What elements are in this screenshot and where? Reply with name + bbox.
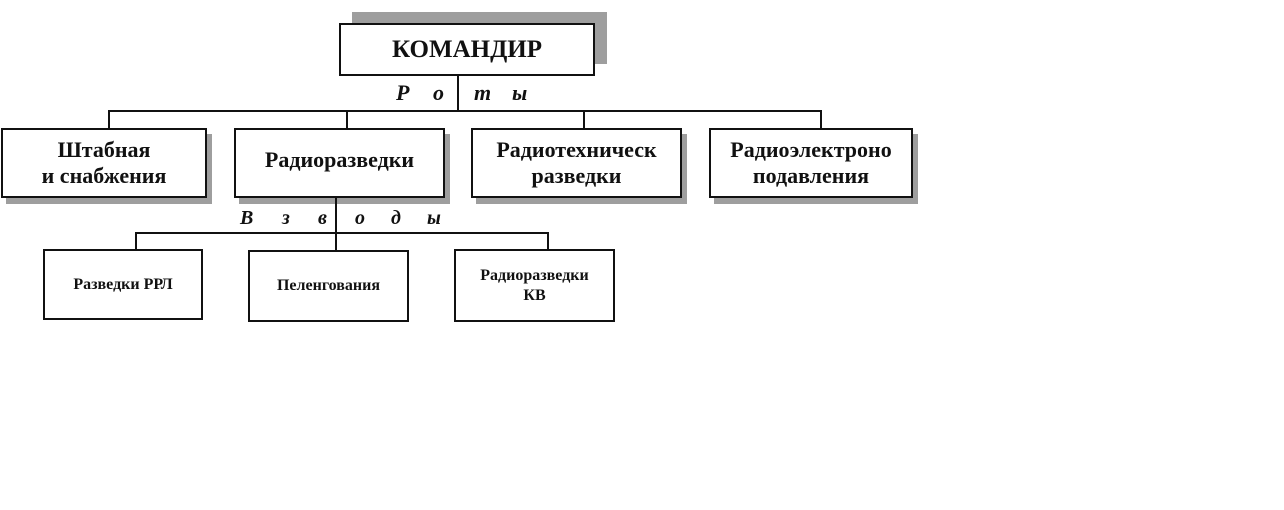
commander-box: КОМАНДИР <box>339 23 595 76</box>
company-3-connector <box>583 110 585 129</box>
platoon-2-box: Пеленгования <box>248 250 409 322</box>
companies-bus-line <box>108 110 822 112</box>
company-4-connector <box>820 110 822 129</box>
platoons-label-3: в <box>318 207 327 229</box>
platoons-root-connector <box>335 198 337 250</box>
companies-label-2: о <box>433 80 444 105</box>
platoon-2-label: Пеленгования <box>276 277 381 294</box>
company-2-label: Радиоразведки <box>264 147 415 172</box>
companies-label-1: Р <box>396 80 410 105</box>
company-3-box: Радиотехническ разведки <box>471 128 682 198</box>
commander-label: КОМАНДИР <box>392 35 542 63</box>
platoons-label-4: о <box>355 207 365 229</box>
platoon-1-connector <box>135 232 137 250</box>
companies-label-4: ы <box>512 80 528 105</box>
company-4-box: Радиоэлектроно подавления <box>709 128 913 198</box>
platoons-label-1: В <box>240 207 254 229</box>
company-1-label: Штабная и снабжения <box>41 137 167 188</box>
platoons-label-5: д <box>391 207 401 229</box>
platoons-label-2: з <box>282 207 290 229</box>
platoon-3-box: Радиоразведки КВ <box>454 249 615 322</box>
platoon-1-box: Разведки РРЛ <box>43 249 203 320</box>
commander-connector <box>457 76 459 111</box>
company-1-connector <box>108 110 110 129</box>
company-2-connector <box>346 110 348 129</box>
companies-label-3: т <box>474 80 492 105</box>
platoon-1-label: Разведки РРЛ <box>73 275 173 293</box>
platoons-label-6: ы <box>427 207 441 229</box>
company-1-box: Штабная и снабжения <box>1 128 207 198</box>
platoon-3-connector <box>547 232 549 250</box>
company-2-box: Радиоразведки <box>234 128 445 198</box>
platoon-3-label: Радиоразведки КВ <box>480 266 589 304</box>
platoons-bus-line <box>135 232 549 234</box>
company-4-label: Радиоэлектроно подавления <box>730 137 892 188</box>
company-3-label: Радиотехническ разведки <box>496 137 657 188</box>
